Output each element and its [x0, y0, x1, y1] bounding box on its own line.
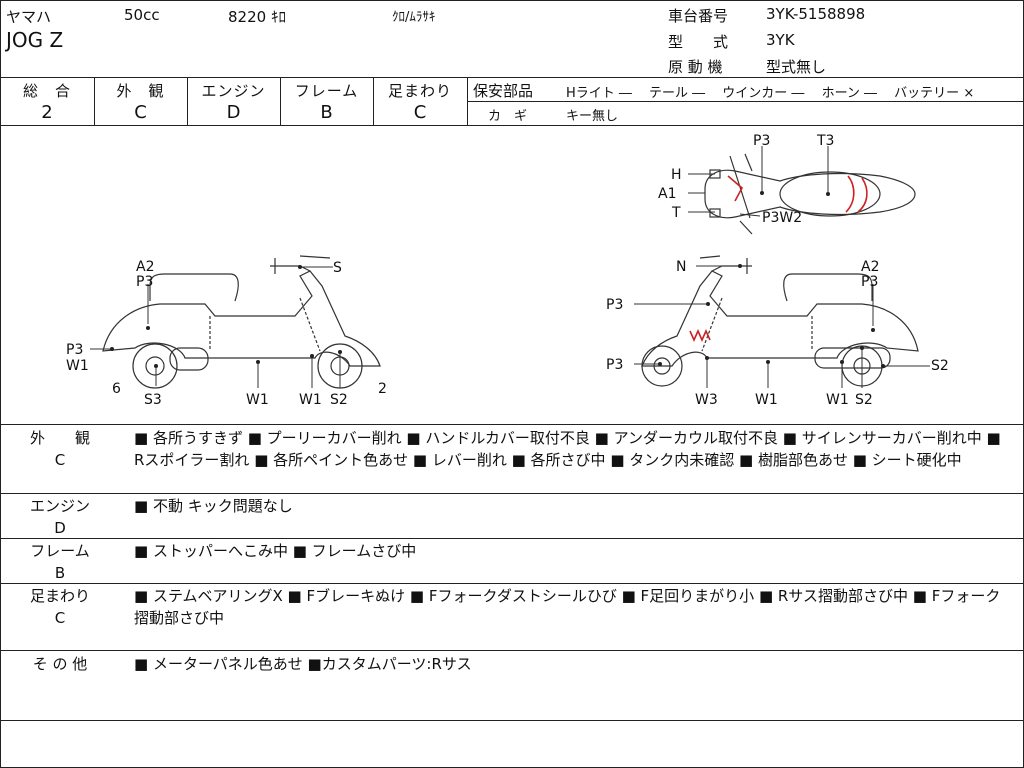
label-right-p3c: P3	[606, 357, 623, 373]
label-left-s: S	[333, 260, 342, 276]
scooter-top-view	[704, 153, 916, 235]
label-left-p3b: P3	[66, 342, 83, 358]
section-exterior-body: ■ 各所うすきず ■ プーリーカバー削れ ■ ハンドルカバー取付不良 ■ アンダ…	[134, 429, 1001, 469]
label-right-w1a: W1	[755, 392, 778, 408]
divider	[0, 125, 1024, 126]
divider	[94, 77, 95, 125]
label-left-a2: A2	[136, 259, 154, 275]
type-value: 3YK	[766, 31, 795, 49]
grade-value-total: 2	[41, 102, 53, 123]
mileage: 8220 ｷﾛ	[228, 8, 286, 26]
divider	[0, 493, 1024, 494]
section-other-title: そ の 他	[0, 653, 120, 675]
divider	[467, 101, 1024, 102]
damage-diagram: A2 P3 S P3 W1 6 S3 W1 W1 S2 2 N A2 P3 P3…	[66, 133, 949, 408]
frame-no-label: 車台番号	[668, 7, 729, 25]
safety-label: 保安部品	[473, 82, 534, 100]
key-label: カ ギ	[488, 109, 528, 124]
section-frame-body: ■ ストッパーへこみ中 ■ フレームさび中	[134, 542, 417, 560]
section-suspension-grade: C	[54, 609, 66, 627]
label-top-p3: P3	[753, 133, 770, 149]
grade-value-frame: B	[320, 102, 333, 123]
section-frame-grade: B	[54, 564, 66, 582]
divider	[0, 583, 1024, 584]
section-frame-label: フレーム	[30, 542, 90, 560]
label-right-n: N	[676, 259, 686, 275]
divider	[0, 720, 1024, 721]
divider	[373, 77, 374, 125]
label-right-p3b: P3	[606, 297, 623, 313]
grade-header-suspension: 足まわり	[387, 82, 452, 100]
label-left-s2: S2	[330, 392, 348, 408]
engine-label: 原 動 機	[668, 58, 723, 76]
maker: ヤマハ	[6, 8, 52, 26]
frame-no: 3YK-5158898	[766, 5, 866, 23]
section-other-body: ■ メーターパネル色あせ ■カスタムパーツ:Rサス	[134, 655, 472, 673]
model-name: JOG Z	[6, 28, 64, 52]
divider	[0, 650, 1024, 651]
grade-value-engine: D	[226, 102, 241, 123]
grade-header-engine: エンジン	[201, 82, 266, 100]
section-engine-grade: D	[54, 519, 66, 537]
section-engine-body: ■ 不動 キック問題なし	[134, 497, 293, 515]
label-left-s3: S3	[144, 392, 162, 408]
label-left-p3: P3	[136, 274, 153, 290]
label-right-s2b: S2	[855, 392, 873, 408]
engine-value: 型式無し	[766, 58, 827, 76]
label-left-6: 6	[112, 381, 121, 397]
section-engine-label: エンジン	[29, 497, 90, 515]
section-engine-title: エンジン D	[0, 495, 120, 539]
label-left-w1b: W1	[246, 392, 269, 408]
divider	[0, 538, 1024, 539]
type-label: 型 式	[668, 33, 729, 51]
divider	[467, 77, 468, 125]
label-right-p3a: P3	[861, 274, 878, 290]
displacement: 50cc	[124, 6, 160, 24]
section-other-label: そ の 他	[32, 655, 88, 673]
label-right-w1b: W1	[826, 392, 849, 408]
divider	[0, 424, 1024, 425]
label-top-t: T	[671, 205, 681, 221]
label-right-a2: A2	[861, 259, 879, 275]
section-exterior-label: 外 観	[29, 429, 90, 447]
grade-header-total: 総 合	[22, 82, 71, 100]
divider	[187, 77, 188, 125]
divider	[0, 77, 1024, 78]
label-left-w1a: W1	[66, 358, 89, 374]
section-suspension-body: ■ ステムベアリングX ■ Fブレーキぬけ ■ Fフォークダストシールひび ■ …	[134, 587, 1001, 627]
safety-items: Hライト ― テール ― ウインカー ― ホーン ― バッテリー ×	[566, 86, 975, 101]
key-value: キー無し	[566, 109, 619, 124]
grade-header-frame: フレーム	[294, 82, 359, 100]
label-right-w3: W3	[695, 392, 718, 408]
label-top-a1: A1	[658, 186, 676, 202]
section-suspension-label: 足まわり	[29, 587, 90, 605]
label-left-2: 2	[378, 381, 387, 397]
divider	[280, 77, 281, 125]
grade-header-exterior: 外 観	[116, 82, 165, 100]
section-exterior-title: 外 観 C	[0, 427, 120, 471]
label-top-p3w2: P3W2	[762, 210, 802, 226]
damage-marks	[689, 175, 868, 342]
section-suspension-title: 足まわり C	[0, 585, 120, 629]
grade-value-exterior: C	[134, 102, 147, 123]
section-exterior-grade: C	[54, 451, 66, 469]
label-top-h: H	[671, 167, 682, 183]
section-frame-title: フレーム B	[0, 540, 120, 584]
grade-value-suspension: C	[413, 102, 427, 123]
label-top-t3: T3	[816, 133, 834, 149]
scooter-left-view	[102, 255, 381, 389]
label-left-w1c: W1	[299, 392, 322, 408]
color: ｸﾛ/ﾑﾗｻｷ	[392, 10, 436, 25]
label-right-s2a: S2	[931, 358, 949, 374]
